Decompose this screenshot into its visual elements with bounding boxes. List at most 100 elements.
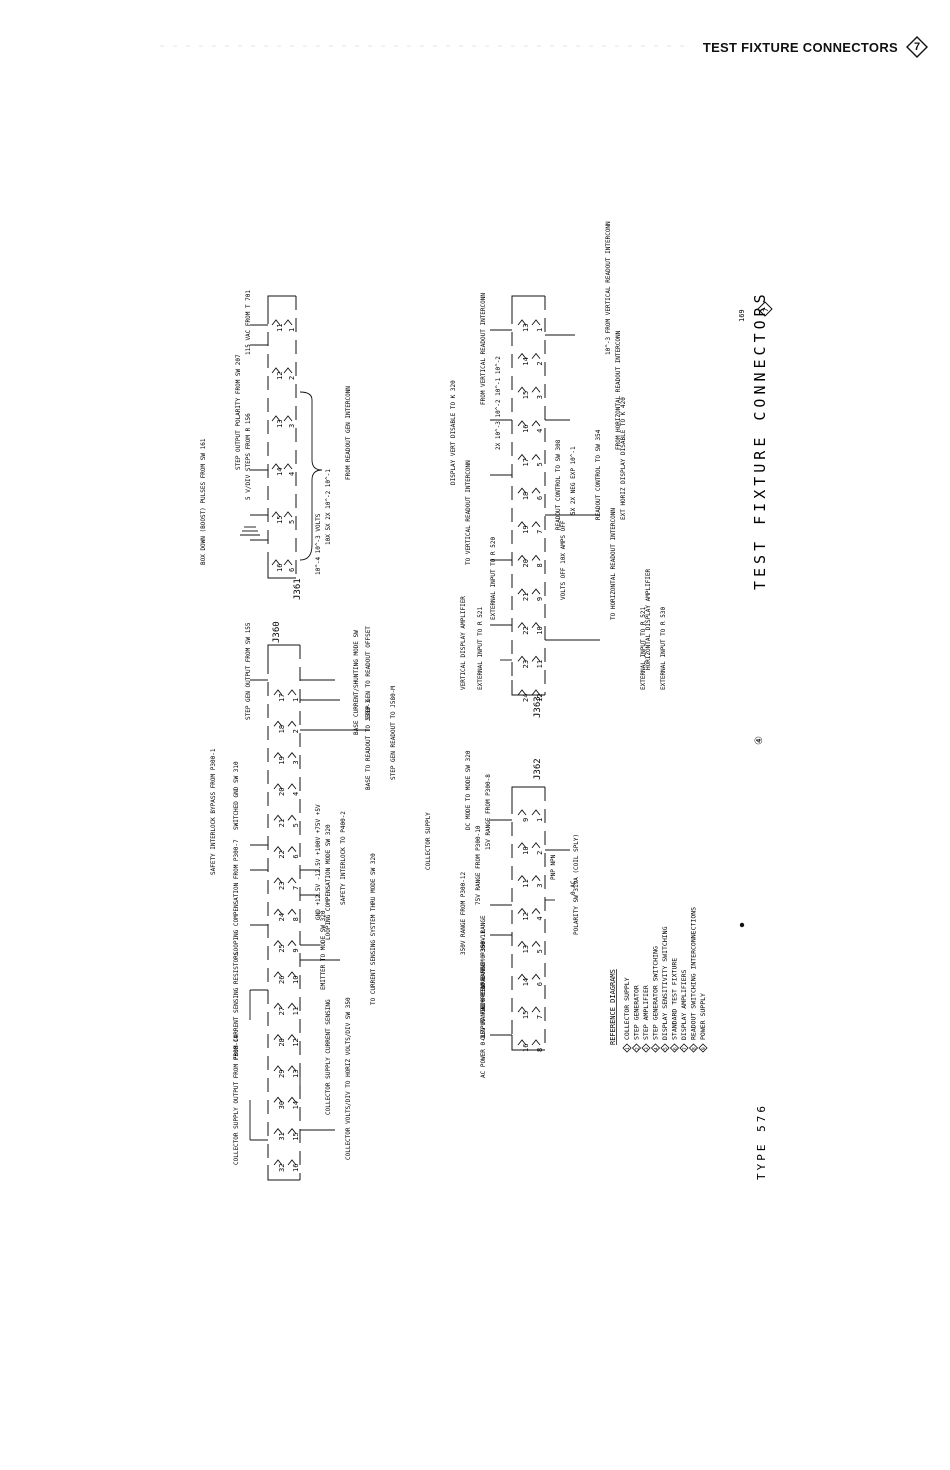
- j360-label-17: STEP GEN READOUT TO J580-M: [390, 686, 397, 780]
- j363-pin-bottom-10: 22: [517, 622, 530, 635]
- j360-pin-bottom-4: 20: [273, 783, 286, 796]
- j363-pin-label: 5: [536, 462, 544, 466]
- j360-pin-label: 9: [292, 948, 300, 952]
- j363-label-6: READOUT CONTROL TO SW 308: [555, 439, 562, 530]
- j363-pin-top-1: 1: [531, 319, 544, 332]
- j363-pin-bottom-2: 14: [517, 352, 530, 366]
- j363-pin-label: 11: [536, 660, 544, 668]
- j360-pin-label: 32: [278, 1164, 286, 1172]
- j360-pin-bottom-16: 32: [273, 1159, 286, 1172]
- j361-label-3: STEP OUTPUT POLARITY FROM SW 207: [235, 354, 242, 470]
- j362-label: J362: [533, 758, 543, 780]
- j361-pin-label: 5: [288, 520, 296, 524]
- j363-pin-bottom-9: 21: [517, 588, 530, 601]
- diagram-number-diamond-icon: 7: [906, 36, 928, 58]
- j360-wiring: [249, 679, 370, 1141]
- j360-label-15: BASE CURRENT/SHUNTING MODE SW: [353, 630, 360, 735]
- j360-label-13: SAFETY INTERLOCK TO P400-2: [340, 811, 347, 905]
- j361-label-2: 5 V/DIV STEPS FROM R 156: [245, 413, 252, 500]
- reference-item-label: STEP AMPLIFIER: [642, 985, 650, 1040]
- j363-pin-label: 4: [536, 429, 544, 433]
- j361-label-5: 10^-4 10^-3 VOLTS: [315, 513, 322, 575]
- j363-label-7: READOUT CONTROL TO SW 354: [595, 429, 602, 520]
- j360-label-14: BASE TO READOUT TO J580-3: [365, 699, 372, 790]
- j361-pin-label: 4: [288, 472, 296, 476]
- j362-pin-label: 4: [536, 916, 544, 920]
- j363-label-1: VERTICAL DISPLAY AMPLIFIER: [460, 596, 467, 690]
- j362-pin-label: 7: [536, 1015, 544, 1019]
- j360-pin-label: 30: [278, 1101, 286, 1109]
- j360-pin-label: 3: [292, 760, 300, 764]
- j360-pin-bottom-11: 27: [273, 1002, 286, 1015]
- j363-pin-top-5: 5: [531, 453, 544, 467]
- reference-item-number: 9: [701, 1047, 707, 1050]
- j362-pin-label: 2: [536, 851, 544, 855]
- j363-pin-label: 24: [522, 694, 530, 702]
- j360-label-10: TO CURRENT SENSING SYSTEM THRU MODE SW 3…: [370, 853, 377, 1005]
- connector-j362: [511, 786, 546, 1051]
- j363-label-3: EXTERNAL INPUT TO R 520: [490, 537, 497, 620]
- j361-bracket-bottom: [267, 565, 296, 579]
- j362-pin-label: 8: [536, 1048, 544, 1052]
- j363-pin-bottom-3: 15: [517, 386, 530, 399]
- j360-pin-label: 24: [278, 913, 286, 921]
- j362-pin-bottom-2: 10: [517, 842, 530, 855]
- diagram-number: 7: [913, 41, 921, 53]
- j363-pin-label: 23: [522, 660, 530, 668]
- j360-pin-label: 18: [278, 725, 286, 733]
- j363-pin-top-2: 2: [531, 352, 544, 366]
- j363-pin-bottom-12: 24: [517, 689, 530, 702]
- reference-diamond-icon: [622, 1043, 632, 1053]
- reference-item-number: 2: [635, 1047, 641, 1050]
- j363-pin-label: 21: [522, 593, 530, 601]
- j362-pin-bottom-3: 11: [517, 874, 530, 888]
- j360-pin-top-7: 7: [287, 877, 300, 890]
- j360-label: J360: [272, 621, 282, 643]
- j363-pin-bottom-6: 18: [517, 487, 530, 500]
- j361-pin-bottom-4: 14: [271, 463, 284, 476]
- j360-bracket-top: [267, 644, 300, 660]
- j363-pin-label: 2: [536, 361, 544, 365]
- j362-pin-bottom-7: 15: [517, 1006, 530, 1019]
- j362-wiring: [490, 819, 570, 1036]
- j363-label-14: FROM VERTICAL READOUT INTERCONN: [480, 293, 487, 405]
- j362-pin-label: 5: [536, 949, 544, 953]
- j361-pin-top-4: 4: [283, 463, 296, 476]
- j362-pin-bottom-8: 16: [517, 1039, 530, 1052]
- j360-pin-bottom-9: 25: [273, 939, 286, 953]
- j360-pin-top-14: 14: [287, 1096, 300, 1109]
- j363-label-9: DISPLAY VERT DISABLE TO K 320: [450, 380, 457, 485]
- j362-bracket-top: [511, 786, 545, 800]
- j362-pin-label: 1: [536, 818, 544, 822]
- j363-pin-top-6: 6: [531, 487, 544, 500]
- j360-pin-bottom-13: 29: [273, 1065, 286, 1078]
- j361-pin-label: 11: [276, 324, 284, 332]
- j360-bracket-bottom: [267, 1165, 300, 1181]
- j360-pin-label: 26: [278, 976, 286, 984]
- j362-pin-label: 15: [522, 1011, 530, 1019]
- j360-pin-top-13: 13: [287, 1065, 300, 1078]
- j362-label-8: DC MODE TO MODE SW 320: [465, 750, 472, 830]
- j363-label-12: EXTERNAL INPUT TO R 530: [660, 607, 667, 690]
- j361-pin-label: 2: [288, 376, 296, 380]
- j360-label-9: EMITTER TO MODE SW 320: [320, 910, 327, 990]
- reference-item-label: COLLECTOR SUPPLY: [623, 977, 631, 1040]
- j360-pin-top-3: 3: [287, 751, 300, 765]
- j360-pin-label: 31: [278, 1132, 286, 1140]
- j360-label-1: COLLECTOR SUPPLY OUTPUT FROM P300-14: [233, 1035, 240, 1165]
- j360-pin-label: 17: [278, 694, 286, 702]
- rotated-title-number-diamond-icon: [757, 301, 773, 317]
- reference-diamond-icon: [660, 1043, 670, 1053]
- j360-pin-bottom-7: 23: [273, 877, 286, 890]
- j360-pin-label: 19: [278, 756, 286, 764]
- j360-pin-top-5: 5: [287, 814, 300, 827]
- j360-pin-label: 11: [292, 1007, 300, 1015]
- j360-pin-label: 4: [292, 792, 300, 796]
- j363-label-2: EXTERNAL INPUT TO R 521: [477, 607, 484, 690]
- j363-pin-label: 22: [522, 626, 530, 634]
- j363-pin-label: 15: [522, 391, 530, 399]
- j362-pin-top-4: 4: [531, 907, 544, 921]
